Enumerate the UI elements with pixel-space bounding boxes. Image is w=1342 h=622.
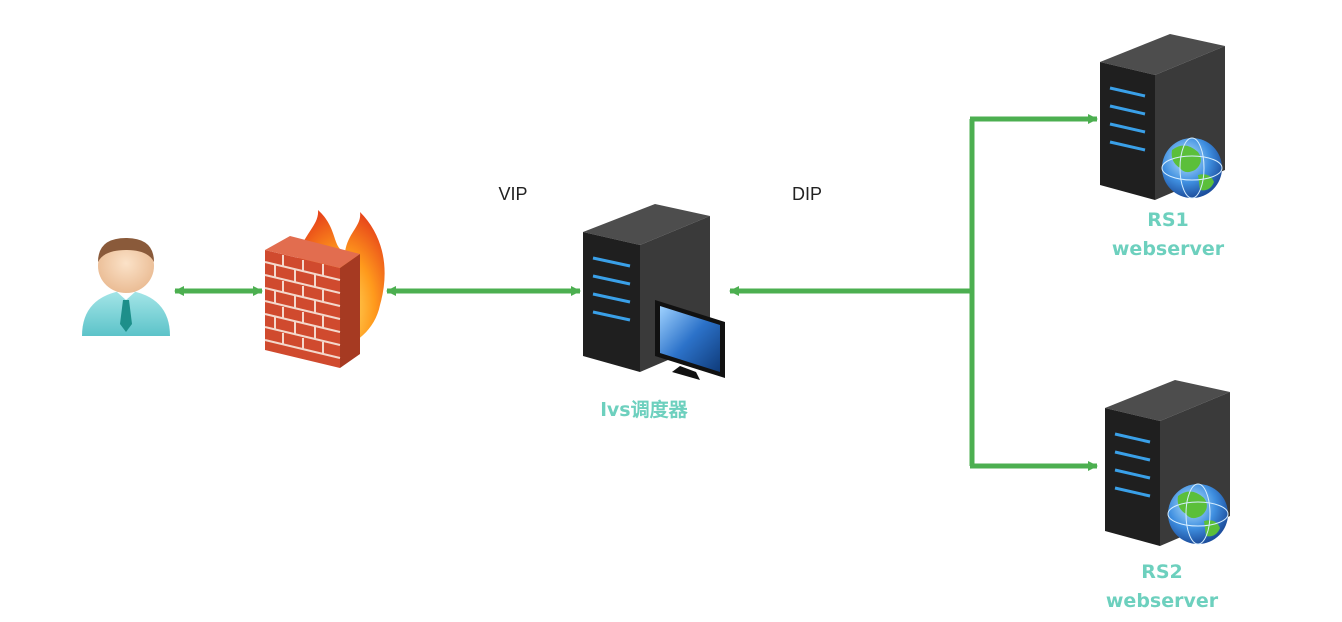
connections (174, 114, 1098, 471)
monitor-icon (655, 300, 725, 380)
globe-icon (1167, 483, 1229, 545)
lvs-label: lvs调度器 (600, 398, 688, 421)
globe-icon (1161, 137, 1223, 199)
rs1-server-icon (1100, 34, 1225, 200)
rs2-label-role: webserver (1106, 590, 1219, 612)
rs1-label-role: webserver (1112, 238, 1225, 260)
firewall-icon (264, 210, 385, 368)
dip-label: DIP (792, 184, 822, 204)
rs2-server-icon (1105, 380, 1230, 546)
vip-label: VIP (498, 184, 527, 204)
rs1-label-name: RS1 (1147, 209, 1189, 231)
rs2-label-name: RS2 (1141, 561, 1183, 583)
lvs-server-icon (583, 204, 725, 380)
user-icon (82, 238, 170, 336)
